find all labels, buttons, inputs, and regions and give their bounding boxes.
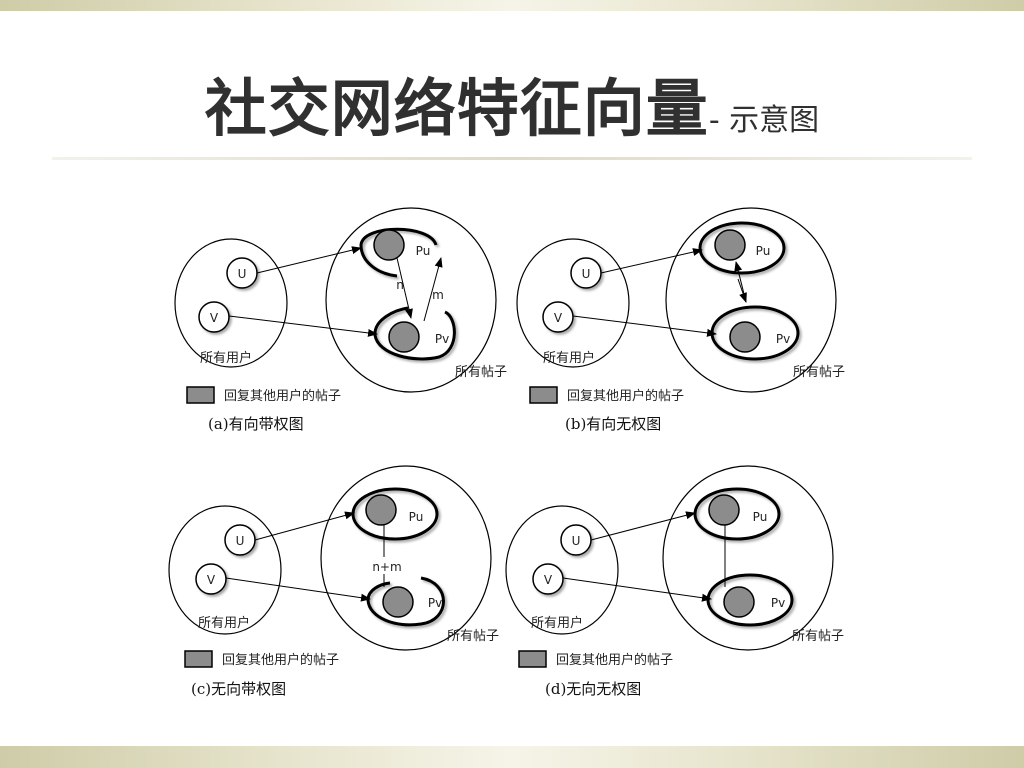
edge-pu-pv — [396, 257, 413, 319]
user-label-v: V — [544, 573, 553, 587]
edge-pv-pu — [423, 257, 443, 322]
user-node-v — [542, 301, 574, 333]
title-main: 社交网络特征向量 — [204, 72, 709, 145]
legend-label: 回复其他用户的帖子 — [222, 652, 339, 668]
post-node-pv — [723, 586, 755, 618]
users-circle — [516, 238, 630, 368]
user-label-u: U — [572, 534, 581, 548]
users-circle — [505, 505, 619, 635]
edge-v-pv — [572, 315, 717, 337]
diagram-c: U V Pu Pv n+m 所有用户 所有帖子 回复其他用户的帖子 (c)无向带… — [168, 465, 499, 698]
post-ring-pv — [366, 576, 445, 627]
legend-swatch — [529, 386, 558, 404]
all-users-label: 所有用户 — [543, 350, 595, 366]
bottom-decor-band — [0, 746, 1024, 768]
user-label-v: V — [210, 311, 219, 325]
diagram-a: U V Pu Pv n m 所有用户 所有帖子 回复其他用户的帖子 (a)有向带… — [174, 207, 507, 433]
edge-v-pv — [562, 577, 712, 602]
post-label-pv: Pv — [435, 332, 449, 346]
caption-d: (d)无向无权图 — [545, 680, 641, 698]
legend-swatch — [184, 650, 213, 668]
legend-label: 回复其他用户的帖子 — [224, 388, 341, 404]
user-label-u: U — [238, 267, 247, 281]
weight-n: n — [396, 278, 404, 292]
all-posts-label: 所有帖子 — [792, 629, 844, 644]
user-node-v — [532, 563, 564, 595]
legend-label: 回复其他用户的帖子 — [556, 652, 673, 668]
posts-circle — [325, 207, 497, 393]
weight-nm: n+m — [372, 560, 401, 574]
post-label-pv: Pv — [428, 596, 442, 610]
user-label-v: V — [207, 573, 216, 587]
post-label-pu: Pu — [756, 244, 771, 258]
all-posts-label: 所有帖子 — [447, 629, 499, 644]
post-node-pu — [714, 229, 746, 261]
edge-u-pu — [590, 511, 696, 541]
legend-label: 回复其他用户的帖子 — [567, 388, 684, 404]
post-label-pu: Pu — [416, 244, 431, 258]
post-label-pu: Pu — [409, 510, 424, 524]
edge-pv-pu — [734, 261, 747, 303]
user-label-u: U — [236, 534, 245, 548]
diagram-b: U V Pu Pv 所有用户 所有帖子 回复其他用户的帖子 (b)有向无权图 — [516, 207, 845, 433]
user-node-v — [195, 563, 227, 595]
users-circle — [168, 505, 282, 635]
users-circle — [174, 238, 288, 368]
title-divider — [52, 157, 972, 160]
posts-circle — [665, 207, 837, 393]
post-label-pv: Pv — [776, 332, 790, 346]
weight-m: m — [432, 288, 444, 302]
title-sub: - 示意图 — [708, 103, 820, 138]
legend-swatch — [518, 650, 547, 668]
post-node-pu — [373, 229, 405, 261]
post-label-pu: Pu — [753, 510, 768, 524]
post-node-pv — [729, 321, 761, 353]
edge-v-pv — [228, 315, 378, 337]
post-node-pv — [388, 321, 420, 353]
legend-swatch — [186, 386, 215, 404]
post-node-pv — [382, 586, 414, 618]
user-node-v — [198, 301, 230, 333]
post-node-pu — [708, 494, 740, 526]
posts-circle — [320, 465, 492, 651]
edge-u-pu — [254, 511, 355, 541]
caption-a: (a)有向带权图 — [208, 415, 304, 433]
top-decor-band — [0, 0, 1024, 11]
all-users-label: 所有用户 — [200, 350, 252, 366]
all-posts-label: 所有帖子 — [455, 365, 507, 380]
user-label-v: V — [554, 311, 563, 325]
caption-c: (c)无向带权图 — [191, 680, 286, 698]
all-users-label: 所有用户 — [198, 615, 250, 631]
edge-u-pu — [600, 248, 703, 274]
post-ring-pv — [373, 306, 456, 361]
slide-title: 社交网络特征向量- 示意图 — [0, 58, 1024, 148]
post-ring-pu — [698, 221, 786, 275]
edge-v-pv — [225, 577, 371, 602]
user-label-u: U — [582, 267, 591, 281]
all-users-label: 所有用户 — [531, 615, 583, 631]
caption-b: (b)有向无权图 — [565, 415, 661, 433]
post-label-pv: Pv — [771, 596, 785, 610]
post-ring-pu — [359, 227, 438, 278]
all-posts-label: 所有帖子 — [793, 365, 845, 380]
post-node-pu — [365, 494, 397, 526]
diagram-d: U V Pu Pv 所有用户 所有帖子 回复其他用户的帖子 (d)无向无权图 — [505, 465, 844, 698]
edge-u-pu — [256, 246, 362, 274]
posts-circle — [662, 465, 834, 651]
